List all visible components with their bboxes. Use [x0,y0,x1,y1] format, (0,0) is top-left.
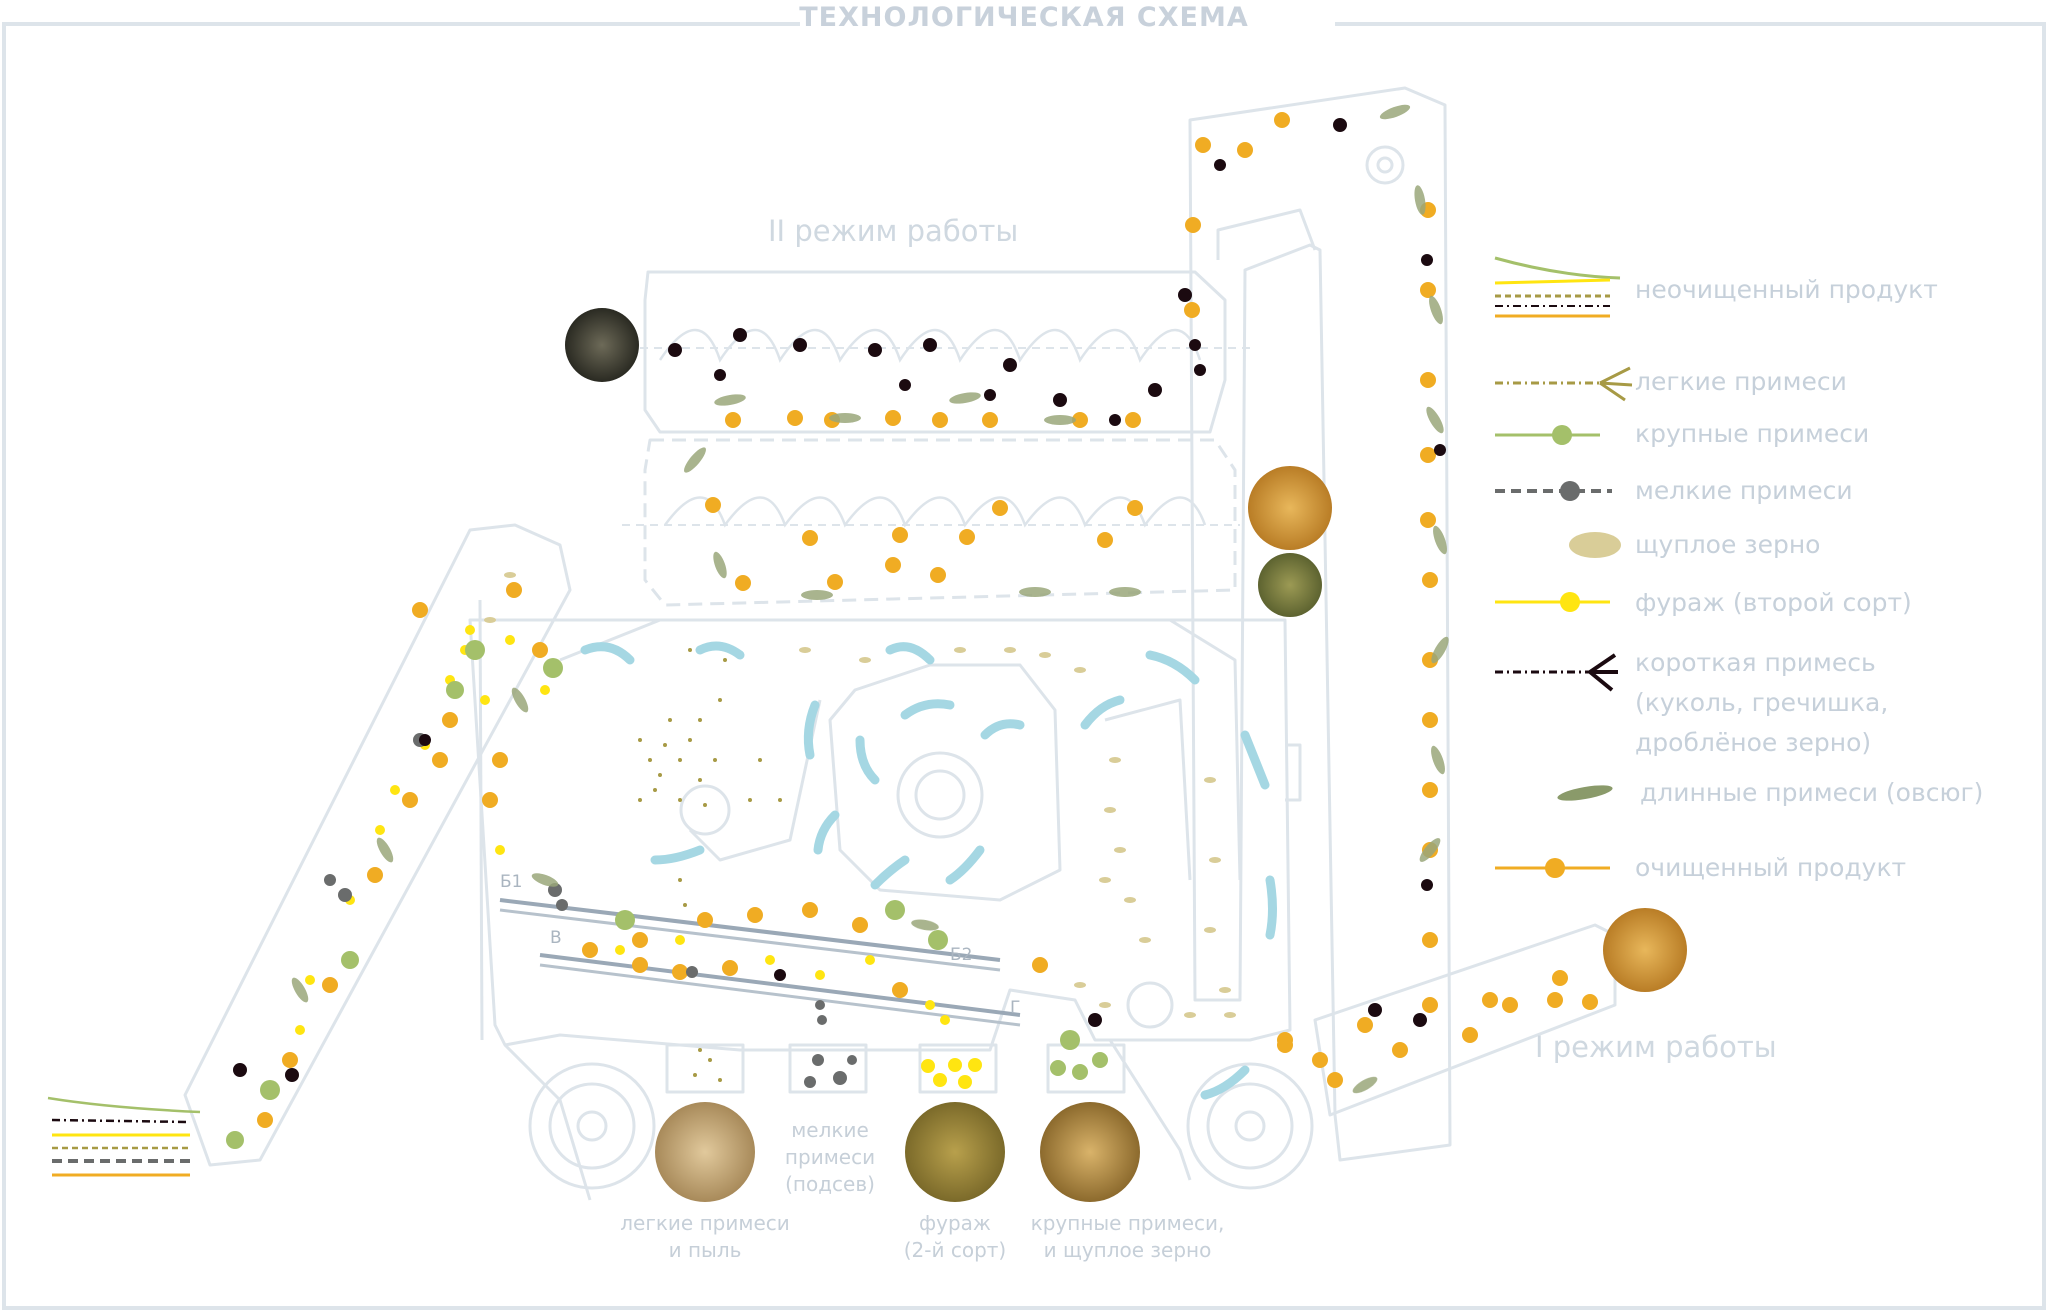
bin-light-line1: легкие примеси [620,1211,790,1235]
bin-small-box [788,1043,868,1094]
legend-icon-short [1495,653,1618,692]
sieve-g-label: Г [1010,998,1021,1018]
short-impurity-flow [233,118,1446,1082]
legend-icons [1494,256,1633,878]
legend-icon-large [1495,425,1600,445]
bin-large-label: крупные примеси, и щуплое зерно [1025,1210,1230,1264]
legend-icon-shrunken [1569,532,1621,558]
product-samples [565,308,1687,1202]
legend-short: короткая примесь [1635,648,1876,677]
shrunken-grain-flow [484,572,1236,1018]
frame [2,22,2046,1310]
sieve-b1-label: Б1 [500,872,523,892]
bin-small-line1: мелкие [791,1118,869,1142]
legend-icon-fodder [1495,592,1610,612]
fodder-flow [295,625,982,1089]
long-impurity-flow [291,104,1449,1094]
sample-large [1040,1102,1140,1202]
inclined-elevator [183,523,572,1167]
sample-clean-upper [1248,466,1332,550]
legend-short-sub1: (куколь, гречишка, [1635,688,1889,717]
legend-shrunken: щуплое зерно [1635,530,1821,559]
legend-fodder: фураж (второй сорт) [1635,588,1912,617]
sieve-b2-label: Б2 [950,945,973,965]
sample-clean-lower [1603,908,1687,992]
bin-light-line2: и пыль [668,1238,742,1262]
small-impurity-flow [324,733,857,1088]
dashed-chamber [643,438,1237,607]
sieve-b1 [499,898,1001,962]
augers [658,328,1207,528]
sample-fodder [905,1102,1005,1202]
mode-2-label: II режим работы [768,214,1019,248]
vertical-elevator [1188,86,1452,1162]
legend-icon-long [1557,785,1613,801]
bin-light-label: легкие примеси и пыль [610,1210,800,1264]
bin-large-line2: и щуплое зерно [1043,1238,1212,1262]
clean-product-flow [257,112,1598,1128]
bin-fodder-box [918,1043,998,1094]
sample-light-dust [655,1102,755,1202]
legend-raw: неочищенный продукт [1635,275,1938,304]
bin-small-label: мелкие примеси (подсев) [770,1117,890,1198]
bin-small-line3: (подсев) [785,1172,875,1196]
separator-body [468,618,1292,1052]
legend-icon-light [1495,366,1633,402]
sample-short-impurity [565,308,639,382]
wheel-right [1186,1062,1314,1190]
bin-fodder-line1: фураж [919,1211,991,1235]
bin-large-box [1046,1043,1126,1094]
bin-fodder-line2: (2-й сорт) [903,1238,1007,1262]
bin-fodder-label: фураж (2-й сорт) [880,1210,1030,1264]
mode-1-label: I режим работы [1535,1030,1777,1064]
legend-short-sub2: дроблёное зерно) [1635,728,1872,757]
bin-large-line1: крупные примеси, [1030,1211,1225,1235]
sieve-v [539,953,1021,1017]
input-streams [47,1096,201,1177]
legend-long: длинные примеси (овсюг) [1640,778,1984,807]
bin-small-line2: примеси [784,1145,876,1169]
sieve-v-label: В [550,928,562,948]
legend-small: мелкие примеси [1635,476,1853,505]
legend-icon-small [1495,481,1612,501]
legend-light: легкие примеси [1635,367,1847,396]
wheel-left [528,1062,656,1190]
upper-chamber [643,270,1227,434]
air-flow [580,641,1277,1100]
large-impurity-flow [226,640,1108,1149]
legend-icon-raw [1494,256,1621,318]
sample-long-impurity [1258,553,1322,617]
fan [896,751,984,839]
legend-icon-clean [1495,858,1610,878]
bin-light-box [665,1043,745,1094]
light-impurity-flow [638,648,782,1082]
legend-clean: очищенный продукт [1635,853,1907,882]
legend-large: крупные примеси [1635,419,1870,448]
diagram-title: ТЕХНОЛОГИЧЕСКАЯ СХЕМА [799,2,1249,33]
